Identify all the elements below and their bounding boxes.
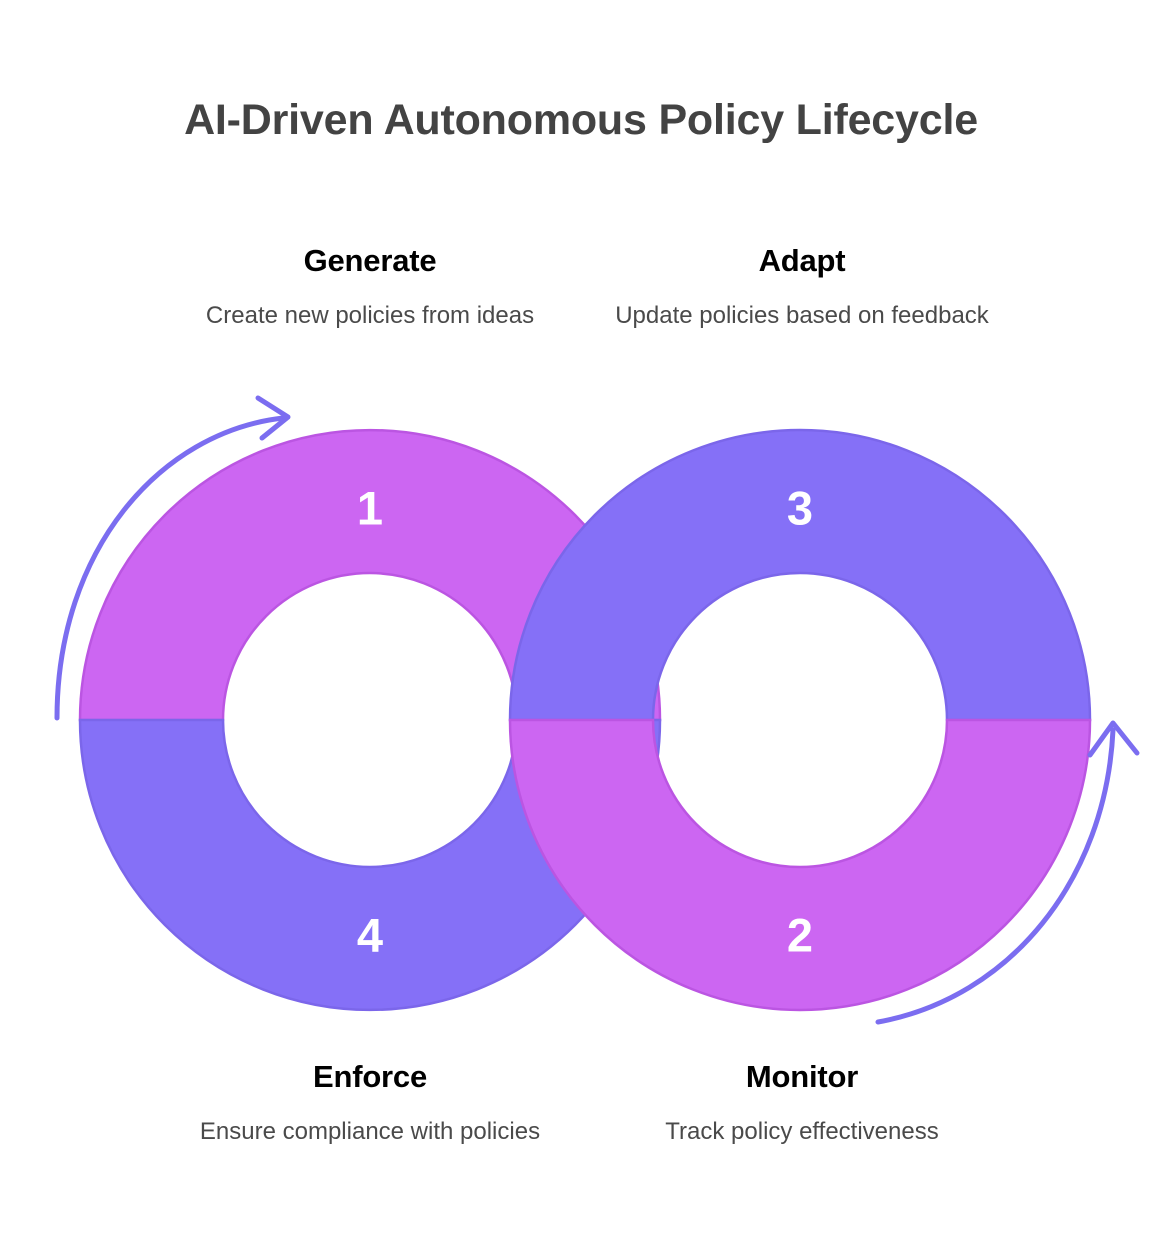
stage-label-enforce: Enforce Ensure compliance with policies [180, 1058, 560, 1149]
right-donut [508, 428, 1092, 1012]
segment-number-4: 4 [357, 909, 383, 962]
stage-description-monitor: Track policy effectiveness [665, 1118, 939, 1146]
stage-label-monitor: Monitor Track policy effectiveness [612, 1058, 992, 1149]
segment-number-1: 1 [357, 482, 383, 535]
left-donut [78, 428, 662, 1012]
stage-label-generate: Generate Create new policies from ideas [180, 242, 560, 333]
stage-title-generate: Generate [303, 243, 437, 278]
stage-description-generate: Create new policies from ideas [205, 302, 535, 330]
stage-title-monitor: Monitor [745, 1059, 859, 1094]
segment-2-monitor[interactable] [508, 718, 1092, 1012]
policy-lifecycle-diagram: 1 4 3 2 [0, 380, 1162, 1060]
segment-number-3: 3 [787, 482, 813, 535]
stage-label-adapt: Adapt Update policies based on feedback [612, 242, 992, 333]
right-flow-arrow-head [1087, 720, 1140, 758]
stage-title-enforce: Enforce [312, 1059, 428, 1094]
stage-description-adapt: Update policies based on feedback [615, 302, 989, 330]
right-flow-arrow-shaft [875, 727, 1116, 1025]
page-title: AI-Driven Autonomous Policy Lifecycle [184, 96, 978, 144]
left-flow-arrow-head [255, 395, 291, 441]
segment-number-2: 2 [787, 909, 813, 962]
right-flow-arrow [875, 720, 1140, 1025]
stage-description-enforce: Ensure compliance with policies [199, 1118, 541, 1146]
left-flow-arrow-shaft [54, 415, 286, 721]
lifecycle-svg: 1 4 3 2 [54, 395, 1140, 1025]
stage-title-adapt: Adapt [758, 243, 846, 278]
left-flow-arrow [54, 395, 291, 721]
segment-3-adapt[interactable] [508, 428, 1092, 722]
